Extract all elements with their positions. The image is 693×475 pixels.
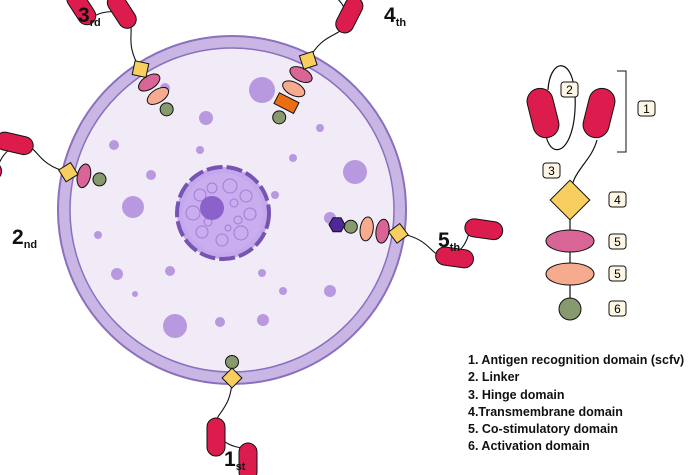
scfv-domain [0,131,34,156]
generation-label-1st: 1st [224,448,246,473]
svg-text:4: 4 [614,193,621,207]
scfv-domain [238,442,258,475]
car-receptors [0,0,504,475]
scfv-domain [66,0,97,26]
callout-scfv: 1 [637,100,656,117]
car-receptor-4th [272,0,364,125]
vesicle [316,124,324,132]
car-receptor-3rd [66,0,174,117]
car-receptor-2nd [0,131,107,189]
vesicle [289,154,297,162]
vesicle [163,314,187,338]
legend-item: 6. Activation domain [468,439,590,454]
nucleolus [200,196,224,220]
vesicle [258,269,266,277]
transmembrane-domain [131,60,150,78]
callout-transmembrane: 4 [608,191,627,208]
vesicle [324,285,336,297]
scfv-domain [335,0,364,34]
costimulatory-domain [282,80,306,98]
vesicle [279,287,287,295]
callout-activation: 6 [608,300,627,317]
scfv-domain [435,246,474,269]
vesicle [94,231,102,239]
car-receptor-1st [206,355,258,475]
scfv-domain [206,417,226,457]
generation-label-4th: 4th [384,4,406,29]
costimulatory-domain-1 [545,229,595,253]
activation-domain [92,172,107,187]
generation-labels: 1st 2nd 3rd 4th 5th [12,4,460,473]
svg-text:5: 5 [614,235,621,249]
svg-text:3: 3 [548,164,555,178]
activation-domain [225,355,239,369]
vesicle [132,291,138,297]
transmembrane-domain [298,50,318,70]
vesicle [196,146,204,154]
vesicle [343,160,367,184]
legend-item: 3. Hinge domain [468,387,565,402]
svg-text:5: 5 [614,267,621,281]
transmembrane-domain [387,222,409,244]
legend-item: 1. Antigen recognition domain (scfv) [468,353,685,367]
vesicle [165,266,175,276]
generation-label-3rd: 3rd [78,4,101,29]
callout-hinge: 3 [542,162,561,179]
vesicle [271,191,279,199]
scfv-domain [106,0,137,29]
callout-linker: 2 [560,81,579,98]
activation-domain [159,102,174,117]
svg-text:2: 2 [566,83,573,97]
scfv-heavy-chain [526,87,560,139]
vesicle [215,317,225,327]
legend-item: 2. Linker [468,370,520,385]
vesicle [122,196,144,218]
vesicles [94,77,367,338]
callout-costimulatory-2: 5 [608,265,627,282]
transmembrane-domain [57,161,79,183]
scfv-light-chain [582,87,616,139]
transmembrane-domain [549,179,591,221]
legend-item: 5. Co-stimulatory domain [468,422,619,437]
costimulatory-domain-2 [545,262,595,286]
generation-label-5th: 5th [438,229,460,254]
nucleus [175,165,271,261]
generation-label-2nd: 2nd [12,226,37,251]
transmembrane-domain [221,367,243,389]
costimulatory-domain [359,216,374,242]
scfv-bracket [617,70,627,153]
legend-item: 4.Transmembrane domain [468,404,623,419]
activation-domain [343,219,358,234]
domain-legend: 1. Antigen recognition domain (scfv) 2. … [468,352,688,456]
callout-costimulatory-1: 5 [608,233,627,250]
svg-text:1: 1 [643,102,650,116]
t-cell [57,35,407,385]
vesicle [109,140,119,150]
nucleoplasm [183,173,263,253]
scfv-domain [0,157,3,181]
vesicle [111,268,123,280]
activation-domain [558,297,582,321]
vesicle [249,77,275,103]
vesicle [146,170,156,180]
cytokine-domain [273,92,300,115]
linker-loop [544,65,576,151]
svg-text:6: 6 [614,302,621,316]
activation-domain [272,110,287,125]
vesicle [199,111,213,125]
hexagon-domain [328,217,346,233]
vesicle [257,314,269,326]
car-structure-detail: 1 2 3 4 5 5 6 [526,65,656,321]
scfv-domain [464,218,504,241]
costimulatory-domain [146,86,170,105]
car-receptor-5th [328,216,504,269]
